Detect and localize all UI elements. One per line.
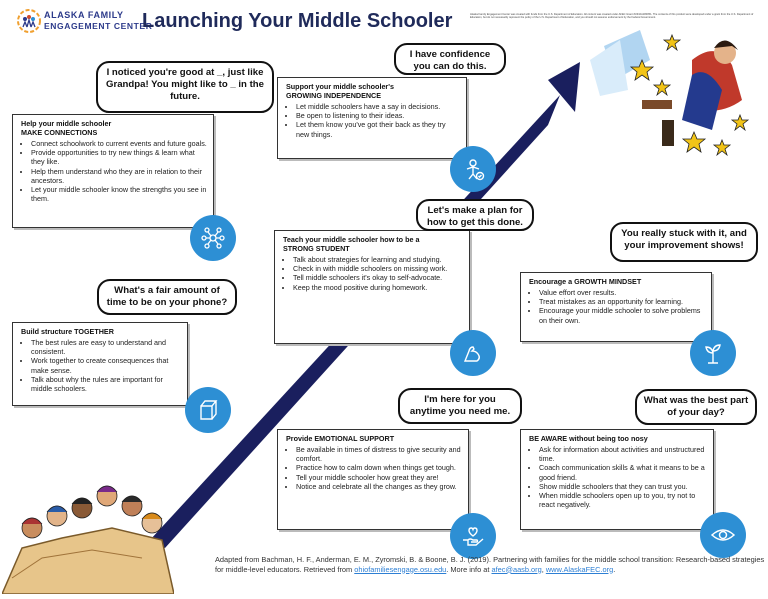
link-website[interactable]: www.AlaskaFEC.org — [545, 564, 614, 574]
eye-icon — [700, 512, 746, 558]
card-title: Build structure TOGETHER — [21, 327, 114, 336]
list-item: Tell middle schoolers it's okay to self-… — [293, 273, 463, 282]
list-item: Provide opportunities to try new things … — [31, 148, 207, 166]
card-title: BE AWARE without being too nosy — [529, 434, 648, 443]
list-item: Value effort over results. — [539, 288, 705, 297]
speech-bubble-here: I'm here for you anytime you need me. — [398, 388, 522, 424]
fine-print: Alaska Family Engagement Center was crea… — [470, 13, 754, 20]
list-item: Keep the mood positive during homework. — [293, 283, 463, 292]
citation-end: . — [613, 564, 616, 574]
card-growth-mindset: Encourage a GROWTH MINDSET Value effort … — [520, 272, 712, 342]
flexed-arm-icon — [450, 330, 496, 376]
flying-kid-illustration — [622, 20, 762, 165]
card-emotional-support: Provide EMOTIONAL SUPPORT Be available i… — [277, 429, 469, 530]
heart-hand-icon — [450, 513, 496, 559]
card-title: Provide EMOTIONAL SUPPORT — [286, 434, 395, 443]
speech-bubble-grandpa: I noticed you're good at _, just like Gr… — [96, 61, 274, 113]
speech-bubble-bestpart: What was the best part of your day? — [635, 389, 757, 425]
list-item: Encourage your middle schooler to solve … — [539, 306, 705, 324]
list-item: Let them know you've got their back as t… — [296, 120, 460, 138]
speech-bubble-phone: What's a fair amount of time to be on yo… — [97, 279, 237, 315]
speech-bubble-stuck: You really stuck with it, and your impro… — [610, 222, 758, 262]
list-item: Tell your middle schooler how great they… — [296, 473, 462, 482]
card-title: Encourage a GROWTH MINDSET — [529, 277, 642, 286]
list-item: Ask for information about activities and… — [539, 445, 707, 463]
card-build-structure: Build structure TOGETHER The best rules … — [12, 322, 188, 406]
list-item: The best rules are easy to understand an… — [31, 338, 181, 356]
page-title: Launching Your Middle Schooler — [142, 10, 453, 32]
citation-mid: . More info at — [446, 564, 492, 574]
list-item: Coach communication skills & what it mea… — [539, 463, 707, 481]
person-check-icon — [450, 146, 496, 192]
list-item: Check in with middle schoolers on missin… — [293, 264, 463, 273]
link-email[interactable]: afec@aasb.org — [491, 564, 542, 574]
citation-sep: , — [541, 564, 546, 574]
list-item: Notice and celebrate all the changes as … — [296, 482, 462, 491]
list-item: Connect schoolwork to current events and… — [31, 139, 207, 148]
list-item: Let middle schoolers have a say in decis… — [296, 102, 460, 111]
list-item: Work together to create consequences tha… — [31, 356, 181, 374]
org-line1: ALASKA FAMILY — [44, 10, 124, 20]
logo-icon — [16, 8, 42, 39]
list-item: Practice how to calm down when things ge… — [296, 463, 462, 472]
org-line2: ENGAGEMENT CENTER — [44, 21, 153, 31]
kids-group-illustration — [0, 478, 175, 599]
list-item: Talk about strategies for learning and s… — [293, 255, 463, 264]
network-icon — [190, 215, 236, 261]
list-item: Treat mistakes as an opportunity for lea… — [539, 297, 705, 306]
sprout-icon — [690, 330, 736, 376]
org-name: ALASKA FAMILY ENGAGEMENT CENTER — [44, 10, 152, 32]
list-item: Be open to listening to their ideas. — [296, 111, 460, 120]
list-item: Let your middle schooler know the streng… — [31, 185, 207, 203]
list-item: Show middle schoolers that they can trus… — [539, 482, 707, 491]
list-item: Help them understand who they are in rel… — [31, 167, 207, 185]
list-item: Talk about why the rules are important f… — [31, 375, 181, 393]
citation-text: Adapted from Bachman, H. F., Anderman, E… — [215, 555, 765, 574]
list-item: Be available in times of distress to giv… — [296, 445, 462, 463]
link-ohiofamilies[interactable]: ohiofamiliesengage.osu.edu — [354, 564, 447, 574]
list-item: When middle schoolers open up to you, tr… — [539, 491, 707, 509]
speech-bubble-plan: Let's make a plan for how to get this do… — [416, 199, 534, 231]
cube-icon — [185, 387, 231, 433]
card-be-aware: BE AWARE without being too nosy Ask for … — [520, 429, 714, 530]
citation-footer: Adapted from Bachman, H. F., Anderman, E… — [215, 555, 765, 574]
speech-bubble-confidence: I have confidence you can do this. — [394, 43, 506, 75]
